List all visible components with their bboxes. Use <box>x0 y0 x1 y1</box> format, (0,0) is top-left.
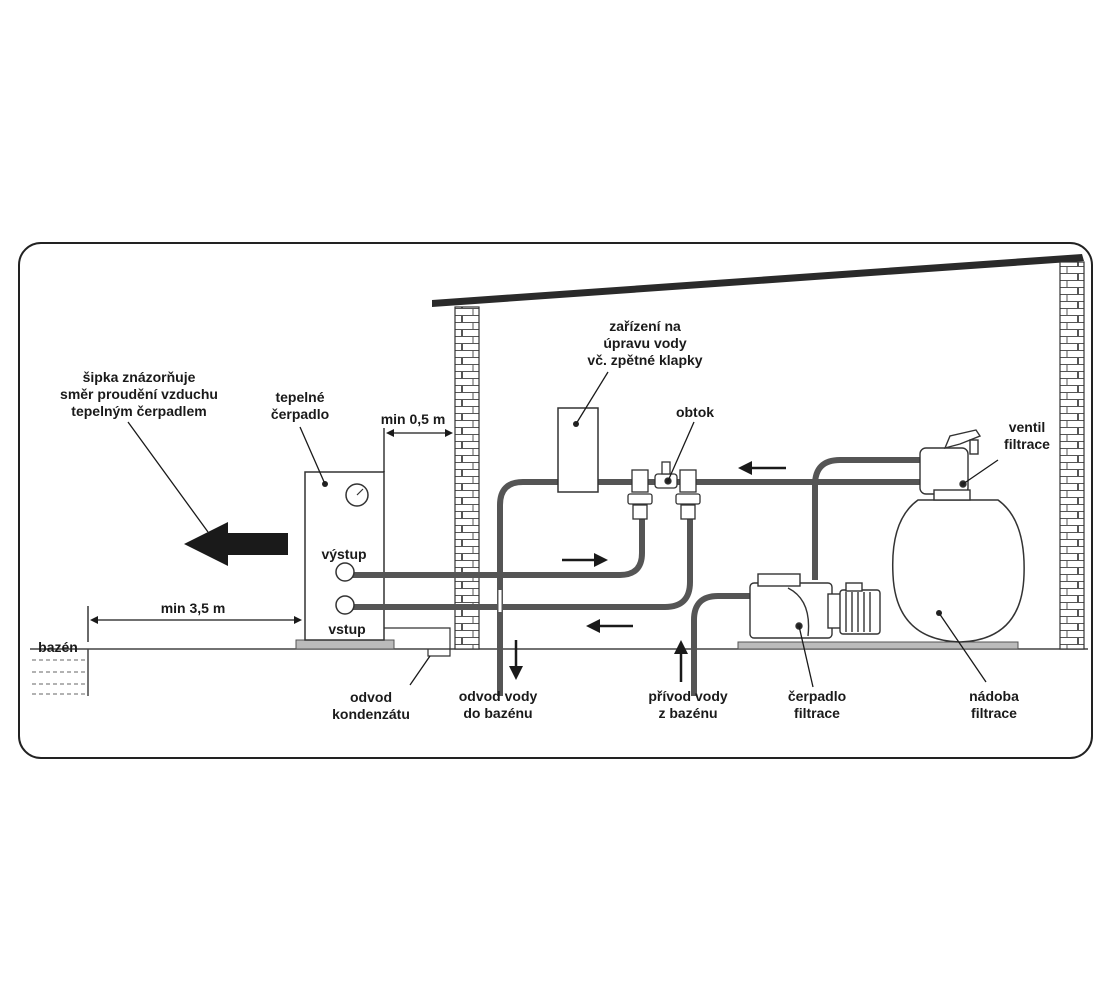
treatment-label-line3: vč. zpětné klapky <box>587 352 702 368</box>
water-treatment-device <box>557 407 599 493</box>
treatment-label-line1: zařízení na <box>609 318 681 334</box>
filter-vessel-label-line2: filtrace <box>971 705 1017 721</box>
min-distance-pool-label: min 3,5 m <box>161 600 226 616</box>
treatment-label-line2: úpravu vody <box>603 335 686 351</box>
filter-vessel-label-line1: nádoba <box>969 688 1019 704</box>
heat-pump-label-line1: tepelné <box>275 389 324 405</box>
filter-pump-label-line1: čerpadlo <box>788 688 846 704</box>
output-port-icon <box>335 562 355 582</box>
bypass-fittings <box>627 461 701 520</box>
water-in-label-line1: přívod vody <box>648 688 728 704</box>
filter-valve-label-line1: ventil <box>1009 419 1046 435</box>
brick-wall-right <box>1059 261 1085 650</box>
pipes <box>345 457 920 696</box>
water-out-label-line2: do bazénu <box>463 705 532 721</box>
arrow-note-line3: tepelným čerpadlem <box>71 403 206 419</box>
input-port-icon <box>335 595 355 615</box>
dimension-lines <box>87 428 453 642</box>
filter-pump <box>749 573 881 639</box>
filter-pump-label-line2: filtrace <box>794 705 840 721</box>
airflow-arrow-icon <box>184 522 288 566</box>
heat-pump-label-line2: čerpadlo <box>271 406 329 422</box>
condensate-label-line1: odvod <box>350 689 392 705</box>
brick-wall-left <box>454 306 480 650</box>
filter-vessel <box>737 499 1025 650</box>
flow-arrows <box>509 461 786 682</box>
water-in-label-line2: z bazénu <box>658 705 717 721</box>
output-label: výstup <box>321 546 366 562</box>
roof <box>432 254 1084 307</box>
arrow-note-line2: směr proudění vzduchu <box>60 386 218 402</box>
leader-lines <box>127 371 999 688</box>
min-distance-wall-label: min 0,5 m <box>381 411 446 427</box>
pool-label: bazén <box>38 639 78 655</box>
filter-valve-label-line2: filtrace <box>1004 436 1050 452</box>
condensate-drain <box>384 627 451 657</box>
water-out-label-line1: odvod vody <box>459 688 538 704</box>
input-label: vstup <box>328 621 365 637</box>
bypass-label: obtok <box>676 404 714 420</box>
pool <box>30 648 89 696</box>
condensate-label-line2: kondenzátu <box>332 706 410 722</box>
arrow-note-line1: šipka znázorňuje <box>83 369 196 385</box>
